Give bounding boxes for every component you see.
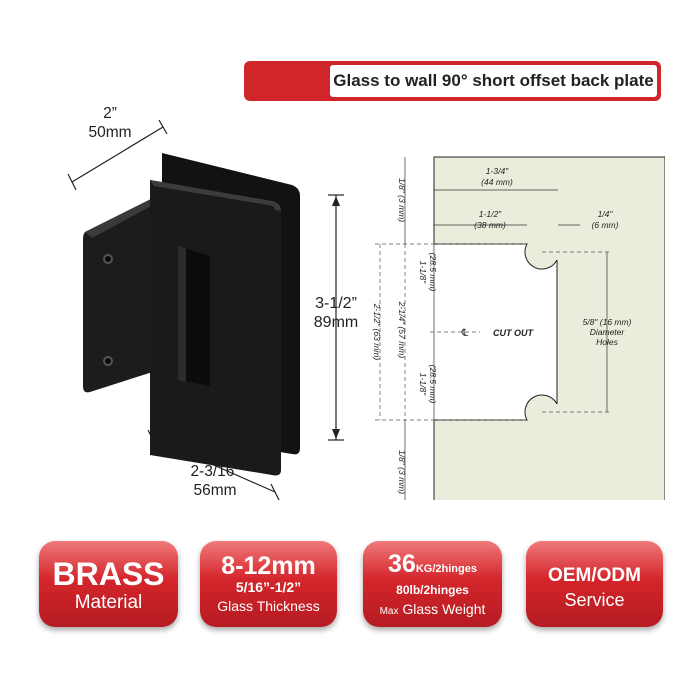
height-inch-label: 3-1/2” [315,295,357,312]
wall-plate [83,192,170,393]
depth-dimension: 2-3/16” 56mm [180,462,250,500]
title-banner: Glass to wall 90° short offset back plat… [244,61,661,101]
cutout-drawing: 1-3/4" (44 mm) 1-1/2" (38 mm) 1/4" (6 mm… [372,156,665,500]
width-mm-label: 50mm [88,124,132,141]
left-bottom-label: 1/8" (3 mm) [397,450,407,494]
top-total-mm-label: (44 mm) [481,177,513,187]
badge-thickness-inch: 5/16”-1/2” [235,579,302,595]
width-inch-label: 2” [103,105,117,122]
upper-half-mm-label: (28.5 mm) [428,253,438,292]
top-part-label: 1-1/2" [479,209,502,219]
badge-thickness-label: Glass Thickness [217,598,320,614]
badge-weight: 36KG/2hinges 80lb/2hinges Max Glass Weig… [363,541,502,627]
height-dimension: 3-1/2” 89mm [306,294,366,332]
badge-weight-value-line: 36KG/2hinges [363,551,502,582]
depth-inch-label: 2-3/16” [190,463,240,480]
badge-thickness-value: 8-12mm [221,552,316,580]
holes-label-2: Holes [596,337,618,347]
left-top-label: 1/8" (3 mm) [397,178,407,222]
left-total-label: 2-1/2" (63 mm) [372,303,382,361]
holes-label-1: Diameter [590,327,626,337]
glass-plate-front [150,180,281,476]
badge-weight-label: Glass Weight [402,601,486,617]
badge-weight-kg-unit: KG/2hinges [415,563,477,575]
badge-service-value: OEM/ODM [548,565,641,586]
top-part-mm-label: (38 mm) [474,220,506,230]
badge-thickness: 8-12mm 5/16”-1/2” Glass Thickness [200,541,337,627]
badge-material: BRASS Material [39,541,178,627]
glass-panel [433,156,665,500]
cutout-label: CUT OUT [493,328,534,338]
badge-service: OEM/ODM Service [526,541,663,627]
width-dimension: 2” 50mm [80,104,140,142]
left-mid-label: 2-1/4" (57 mm) [397,301,407,359]
depth-mm-label: 56mm [193,482,237,499]
badge-weight-lb: 80lb/2hinges [396,583,469,597]
page-title: Glass to wall 90° short offset back plat… [333,71,654,90]
top-total-label: 1-3/4" [486,166,509,176]
height-mm-label: 89mm [313,314,359,331]
badge-weight-label-line: Max Glass Weight [363,599,502,622]
holes-size-label: 5/8" (16 mm) [583,317,632,327]
badge-material-label: Material [74,592,143,613]
badge-material-value: BRASS [52,556,165,592]
title-box: Glass to wall 90° short offset back plat… [330,65,657,97]
badge-weight-kg: 36 [388,550,416,578]
center-symbol: ℄ [461,328,469,339]
hinge-product-image [67,119,344,501]
top-small-mm-label: (6 mm) [592,220,619,230]
upper-half-label: 1-1/8" [418,261,428,284]
badge-weight-prefix: Max [379,606,399,617]
top-small-label: 1/4" [598,209,614,219]
lower-half-label: 1-1/8" [418,373,428,396]
badge-service-label: Service [564,590,625,610]
lower-half-mm-label: (28.5 mm) [428,365,438,404]
